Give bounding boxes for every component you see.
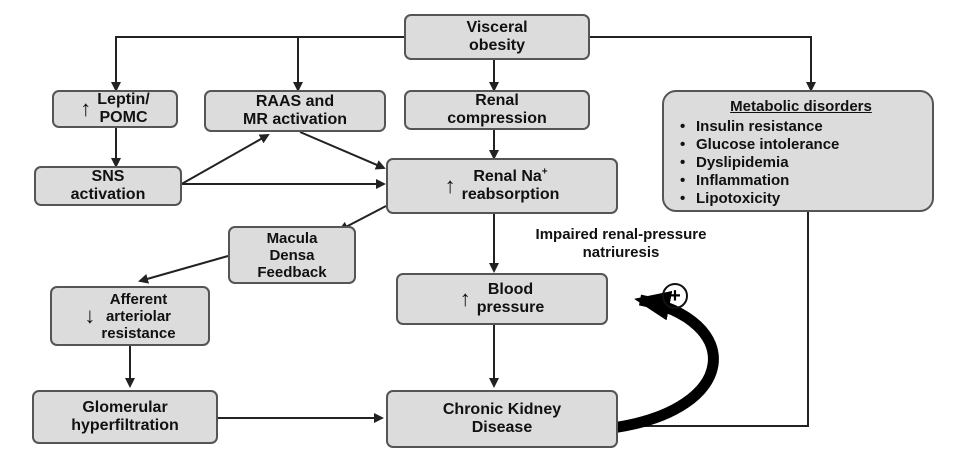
- up-arrow-icon: ↑: [444, 173, 456, 198]
- node-text-line: Renal Na: [473, 168, 542, 185]
- list-item: Glucose intolerance: [680, 136, 922, 154]
- node-text-line: Chronic Kidney: [442, 401, 562, 418]
- plus-icon: +: [662, 283, 688, 309]
- arrow-macula-to-afferent: [138, 255, 229, 284]
- node-metabolic-disorders: Metabolic disorders Insulin resistance G…: [662, 90, 934, 212]
- node-text-line: Blood: [487, 281, 534, 298]
- label-line: Impaired renal-pressure: [535, 226, 707, 243]
- node-text-line: arteriolar: [105, 307, 172, 325]
- node-text-line: RAAS and: [255, 93, 335, 110]
- arrow-sns-to-raas: [177, 134, 270, 187]
- list-item: Inflammation: [680, 172, 922, 190]
- node-text-line: SNS: [91, 168, 125, 185]
- metabolic-title: Metabolic disorders: [730, 98, 872, 115]
- arrow-raas-to-renal-na: [299, 131, 386, 170]
- node-text-line: compression: [447, 110, 547, 127]
- up-arrow-icon: ↑: [80, 96, 92, 121]
- node-text-line: pressure: [476, 299, 545, 316]
- list-item: Lipotoxicity: [680, 190, 922, 208]
- up-arrow-icon: ↑: [459, 286, 471, 311]
- list-item: Insulin resistance: [680, 118, 922, 136]
- feedback-curve-arrow: [611, 290, 719, 434]
- node-text-line: Renal: [475, 92, 519, 109]
- node-text-line: Macula: [266, 229, 318, 247]
- down-arrow-icon: ↓: [84, 303, 96, 328]
- node-text-line: reabsorption: [461, 186, 560, 203]
- arrow-obesity-to-metabolic: [590, 36, 816, 92]
- node-text-line: obesity: [468, 37, 525, 54]
- node-text-line: resistance: [101, 324, 176, 342]
- node-renal-na-reabsorption: ↑ Renal Na+ reabsorption: [386, 158, 618, 214]
- node-text-line: Leptin/: [97, 91, 150, 108]
- node-text-line: Visceral: [466, 19, 528, 36]
- superscript-plus: +: [541, 166, 548, 178]
- label-line: natriuresis: [582, 244, 660, 261]
- node-text-line: activation: [70, 186, 146, 203]
- node-text-line: MR activation: [242, 111, 347, 128]
- node-text-line: Afferent: [109, 290, 168, 308]
- metabolic-list: Insulin resistance Glucose intolerance D…: [680, 118, 922, 208]
- node-leptin-pomc: ↑ Leptin/POMC: [52, 90, 178, 128]
- node-text-line: hyperfiltration: [71, 417, 179, 434]
- node-text-line: POMC: [99, 109, 148, 126]
- node-text-line: Glomerular: [82, 399, 168, 416]
- arrow-obesity-to-leptin: [111, 36, 404, 92]
- node-text-line: Densa: [269, 246, 315, 264]
- node-text-line: Disease: [471, 419, 533, 436]
- node-text-line: Feedback: [257, 263, 327, 281]
- arrow-metabolic-to-ckd: [618, 210, 809, 431]
- list-item: Dyslipidemia: [680, 154, 922, 172]
